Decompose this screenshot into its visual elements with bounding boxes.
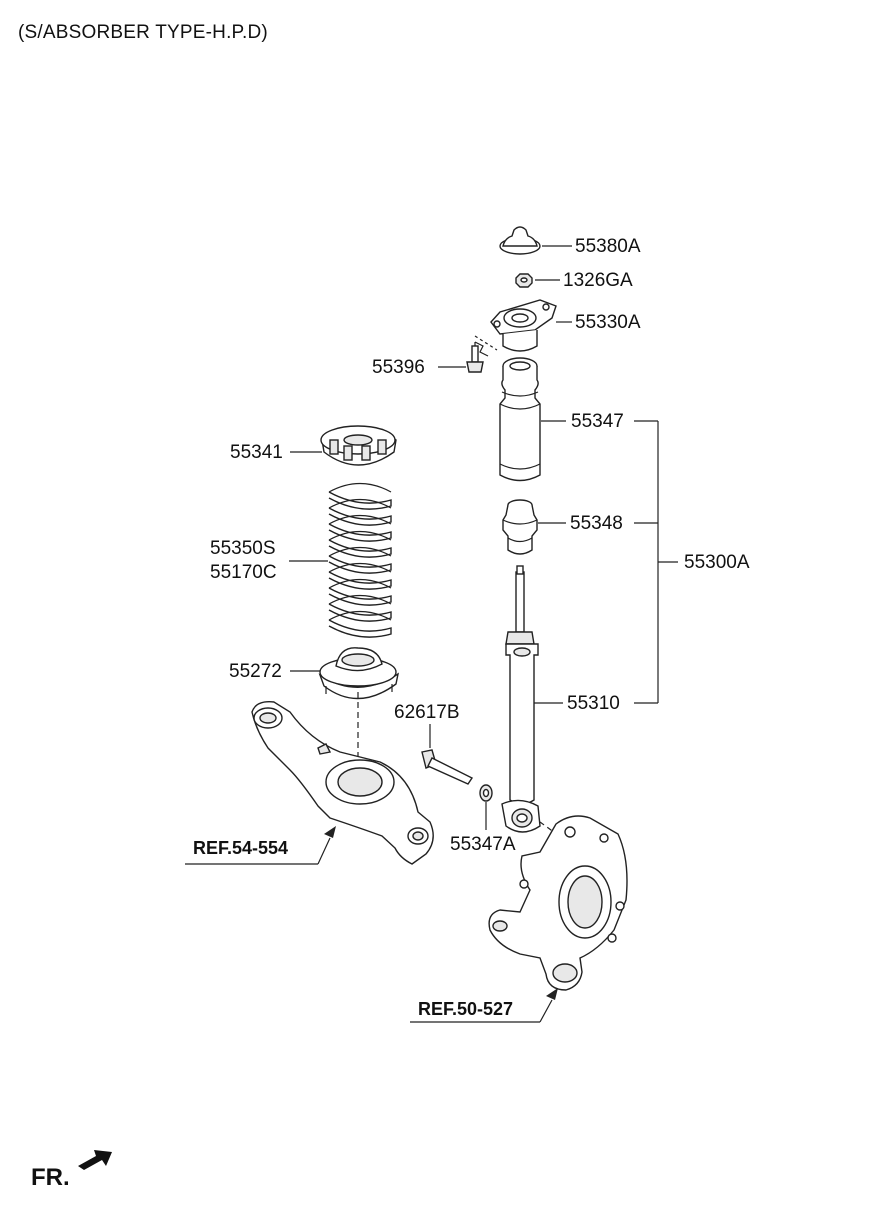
spring-coil-back [328, 483, 392, 493]
spring-coil-front [328, 603, 392, 622]
ref-arm-leader [185, 826, 336, 865]
spring-coil-front [328, 539, 392, 558]
spring-coil-back [328, 531, 392, 541]
spring-coil-back [328, 611, 392, 621]
spring-coil-front [328, 555, 392, 574]
ref-knuckle[interactable]: REF.50-527 [418, 999, 514, 1019]
dust-cover-part [499, 357, 541, 482]
spring-coil-front [328, 523, 392, 542]
lower-spring-pad-part [318, 647, 400, 700]
spring-coil-front [328, 491, 392, 510]
diagram-title: (S/ABSORBER TYPE-H.P.D) [18, 22, 268, 43]
spring-coil-back [328, 547, 392, 557]
spring-coil-back [328, 579, 392, 589]
bump-stopper-part [502, 499, 538, 555]
part-number-55396[interactable]: 55396 [372, 357, 425, 378]
lower-arm-part [251, 701, 434, 865]
upper-mount-part [490, 299, 557, 352]
spring-coil-front [328, 571, 392, 590]
dust-cap-part [499, 226, 541, 255]
part-number-1326GA[interactable]: 1326GA [563, 270, 633, 291]
part-number-55170C[interactable]: 55170C [210, 562, 277, 583]
spring-coil-front [328, 619, 392, 638]
part-number-55348[interactable]: 55348 [570, 513, 623, 534]
knuckle-part [488, 815, 628, 991]
part-number-55272[interactable]: 55272 [229, 661, 282, 682]
lower-mount-bolt-part [421, 749, 474, 785]
part-number-55330A[interactable]: 55330A [575, 312, 641, 333]
assembly-bracket [634, 420, 678, 704]
part-number-62617B[interactable]: 62617B [394, 702, 460, 723]
front-direction-arrow-icon [78, 1150, 112, 1170]
part-number-55310[interactable]: 55310 [567, 693, 620, 714]
ref-lower-arm[interactable]: REF.54-554 [193, 838, 289, 858]
part-number-55350S[interactable]: 55350S [210, 538, 276, 559]
lower-mount-nut-part [479, 784, 493, 802]
spring-coil-front [328, 507, 392, 526]
front-direction-label: FR. [31, 1164, 70, 1191]
coil-spring-part [328, 483, 392, 638]
part-number-55341[interactable]: 55341 [230, 442, 283, 463]
shock-absorber-part [501, 565, 541, 833]
spring-coil-back [328, 499, 392, 509]
spring-coil-front [328, 587, 392, 606]
spring-coil-back [328, 563, 392, 573]
mount-bolt-part [466, 335, 498, 373]
upper-spring-pad-part [320, 425, 397, 466]
part-number-55380A[interactable]: 55380A [575, 236, 641, 257]
part-number-55347A[interactable]: 55347A [450, 834, 516, 855]
spring-coil-back [328, 515, 392, 525]
nut-part [515, 273, 533, 288]
ref-knuckle-leader [410, 988, 558, 1023]
part-number-55300A[interactable]: 55300A [684, 552, 750, 573]
part-number-55347[interactable]: 55347 [571, 411, 624, 432]
spring-coil-back [328, 595, 392, 605]
